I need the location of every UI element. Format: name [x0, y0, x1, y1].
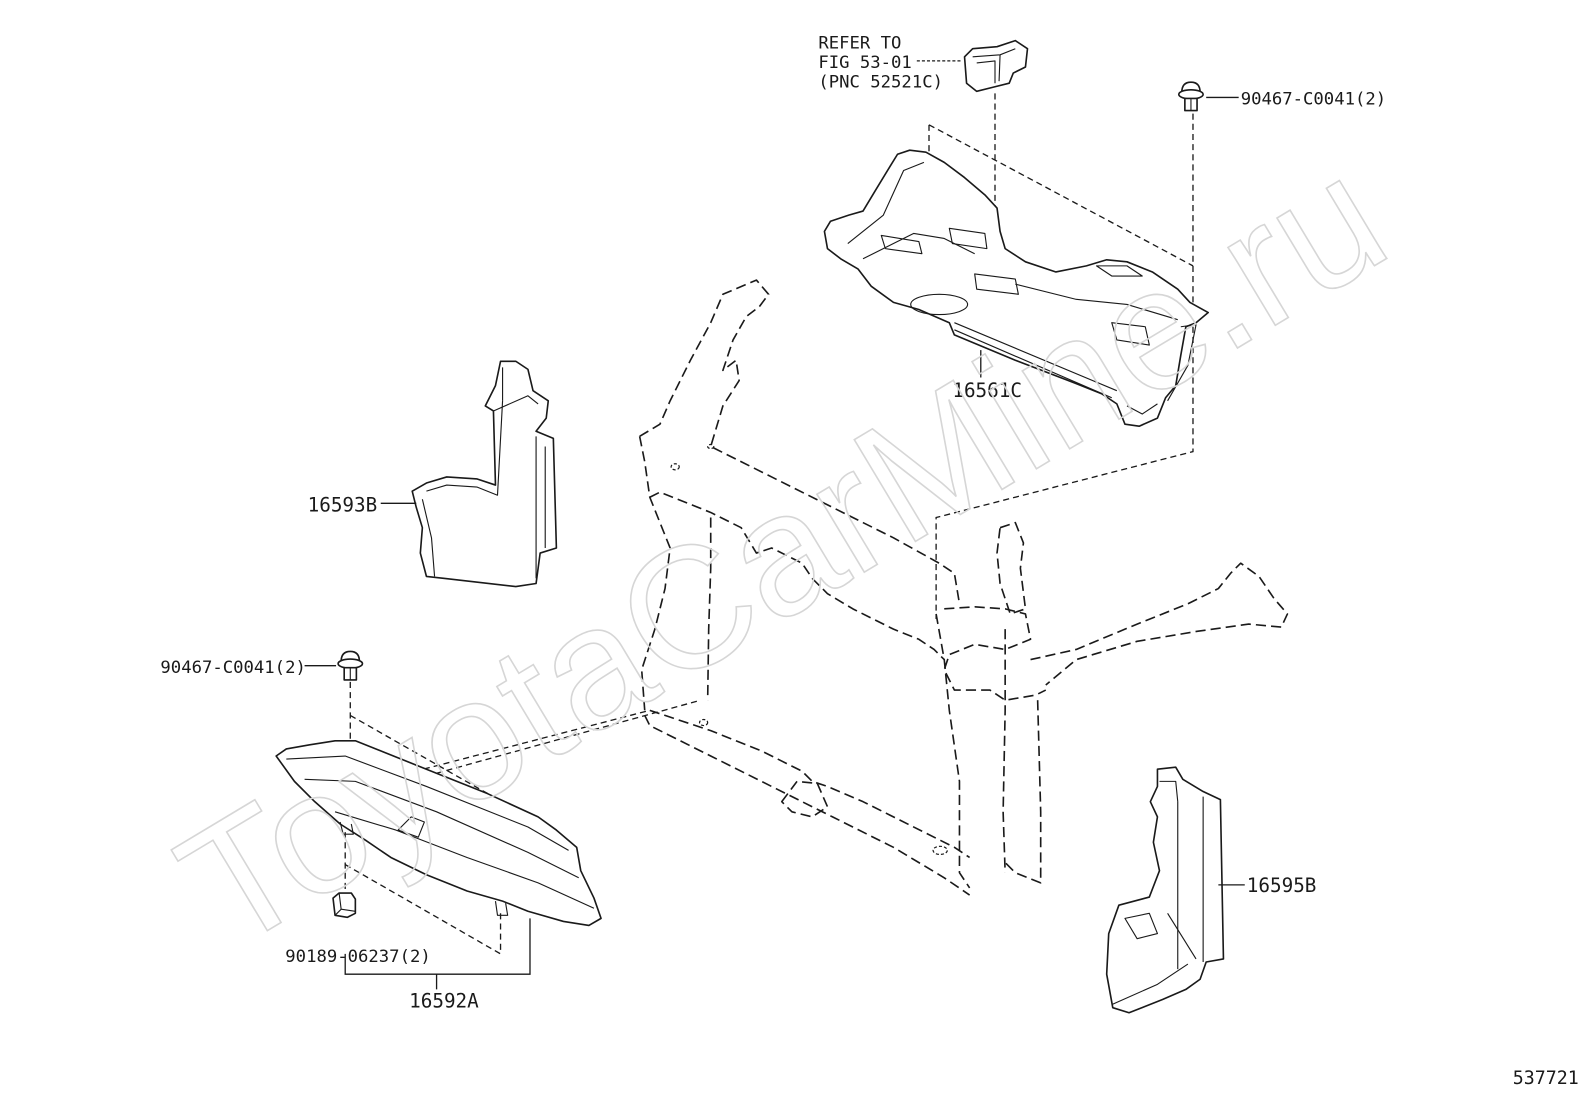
part-16595b-label[interactable]: 16595B [1247, 874, 1317, 897]
clip-left [337, 650, 364, 681]
part-16593b-label[interactable]: 16593B [308, 493, 378, 516]
part-16561c [823, 149, 1210, 428]
clip-lower [332, 892, 357, 919]
part-16593b [411, 360, 558, 588]
radiator-support-frame [638, 279, 1289, 896]
part-16592a-bracket [344, 918, 531, 990]
part-16592a-label[interactable]: 16592A [409, 990, 479, 1013]
part-16561c-label[interactable]: 16561C [952, 379, 1022, 402]
corner-number: 537721 [1513, 1068, 1579, 1089]
clip-top-right [1177, 81, 1204, 112]
clip-lower-label[interactable]: 90189-06237(2) [285, 947, 430, 967]
refer-label-line1[interactable]: REFER TO [818, 34, 901, 54]
refer-label-line3[interactable]: (PNC 52521C) [818, 72, 943, 92]
watermark: ToyotaCarMine.ru [149, 119, 1416, 986]
part-16592a [275, 739, 602, 927]
clip-top-right-label[interactable]: 90467-C0041(2) [1241, 90, 1386, 110]
refer-label-line2[interactable]: FIG 53-01 [818, 53, 911, 73]
part-16595b [1105, 766, 1225, 1014]
reference-bracket-part [963, 39, 1029, 93]
clip-left-label[interactable]: 90467-C0041(2) [160, 658, 305, 678]
